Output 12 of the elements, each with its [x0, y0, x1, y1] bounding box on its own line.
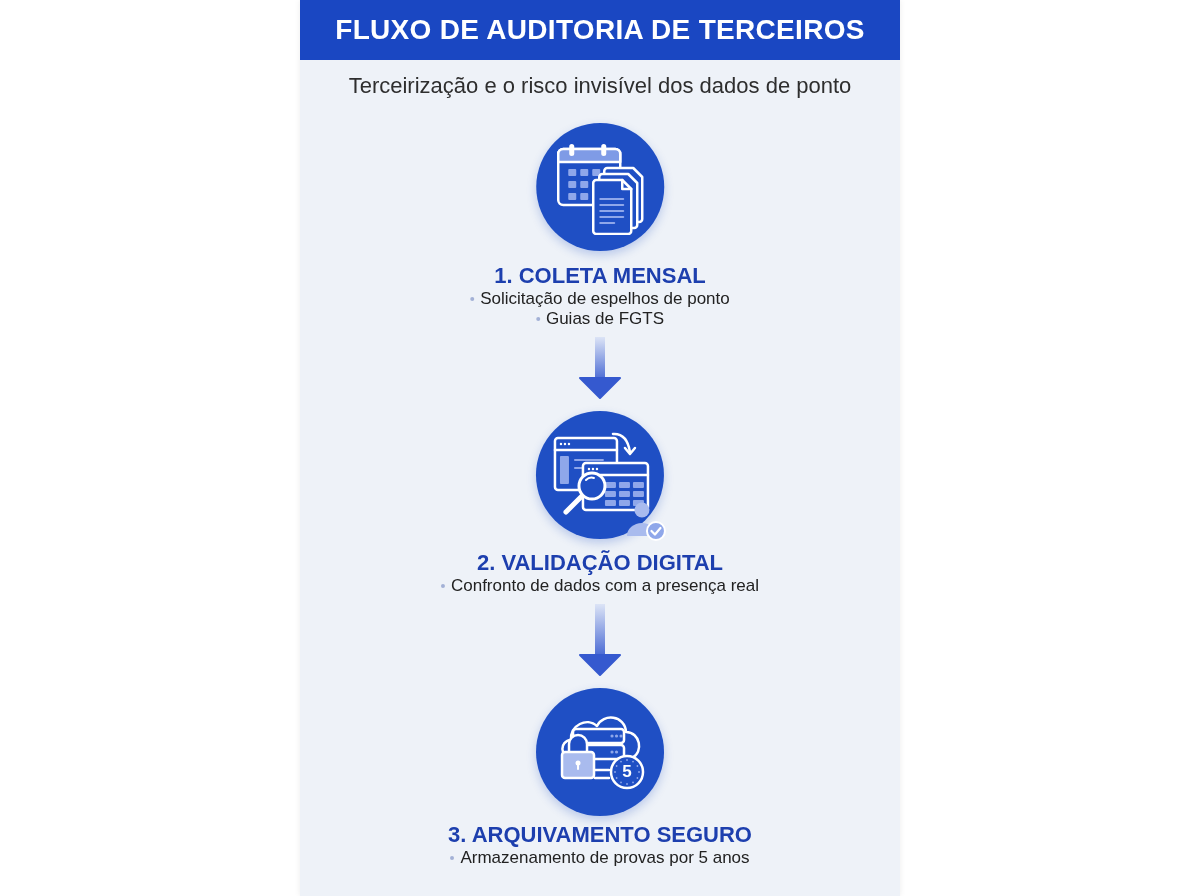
- bullet-text: Armazenamento de provas por 5 anos: [460, 848, 750, 868]
- step-heading: 1. COLETA MENSAL: [494, 263, 706, 289]
- timer-number: 5: [622, 763, 632, 781]
- bullet-text: Solicitação de espelhos de ponto: [480, 289, 730, 309]
- step-heading: 2. VALIDAÇÃO DIGITAL: [476, 550, 724, 576]
- arrow: [579, 337, 621, 399]
- step-heading: 3. ARQUIVAMENTO SEGURO: [448, 822, 752, 848]
- header-banner: FLUXO DE AUDITORIA DE TERCEIROS: [300, 0, 900, 60]
- arrow: [579, 604, 621, 676]
- bullet-text: Guias de FGTS: [545, 309, 665, 329]
- subtitle: Terceirização e o risco invisível dos dados de ponto: [347, 72, 853, 100]
- bullet-text: Confronto de dados com a presença real: [450, 576, 760, 596]
